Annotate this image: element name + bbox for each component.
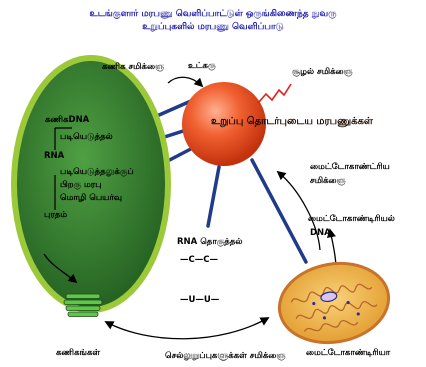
chloro-translation-line3: மொழி பெயர்வு: [60, 194, 122, 203]
nucleus-proteins-label: உறுப்பு தொடர்புடைய மரபணுக்கள்: [211, 117, 373, 127]
mitochondrion: [273, 255, 395, 351]
diagram-title-line1: உடங்குளார் மரபணு வெளிப்பாட்டுள் ஒருங்கிண…: [0, 10, 426, 19]
arrow-nucleus-signal: [168, 77, 202, 86]
mito-dna-label-line1: மைட்டோகாண்டிரியல்: [308, 215, 395, 224]
environment-signal-icon: [258, 84, 291, 103]
mito-signal-label-line1: மைட்டோகாண்ட்ரிய: [310, 163, 390, 172]
environment-signal-label: சூழல் சமிக்ஞை: [292, 68, 353, 77]
chloro-translation-line2: பிறகு மரபு: [60, 181, 102, 190]
connector-nucleus-mito: [252, 160, 306, 262]
mito-signal-label-line2: சமிக்ஞை: [310, 177, 346, 186]
arrow-retrograde: [106, 318, 268, 339]
top-centre-label: உட்கரு: [188, 62, 216, 71]
rna-strand-c: —C—C—: [180, 256, 218, 265]
rna-editing-label: RNA தொகுத்தல்: [177, 238, 242, 247]
rna-strand-u: —U—U—: [180, 296, 219, 305]
chloro-rna-label: RNA: [44, 152, 64, 161]
plastids-label: கணிகங்கள்: [56, 349, 100, 358]
chloro-protein-label: புரதம்: [44, 211, 67, 220]
mito-dna-label: DNA: [310, 229, 331, 238]
diagram-title-line2: உறுப்புகளில் மரபணு வெளிப்பாடு: [0, 23, 426, 32]
mitochondria-label: மைட்டோகாண்டிரியா: [306, 349, 390, 358]
nucleus-signal-label: கணிக சமிக்ஞை: [102, 63, 164, 72]
chloro-dna-label: கணிகDNA: [45, 116, 89, 125]
connector-nucleus-rna: [208, 167, 219, 226]
chloro-replication-label: படியெடுத்தல்: [60, 133, 113, 142]
retrograde-signal-label: செல்லுறுப்புகளுக்கள் சமிக்ஞை: [165, 352, 285, 361]
chloro-translation-line1: படியெடுத்தலுக்குப்: [60, 168, 134, 177]
